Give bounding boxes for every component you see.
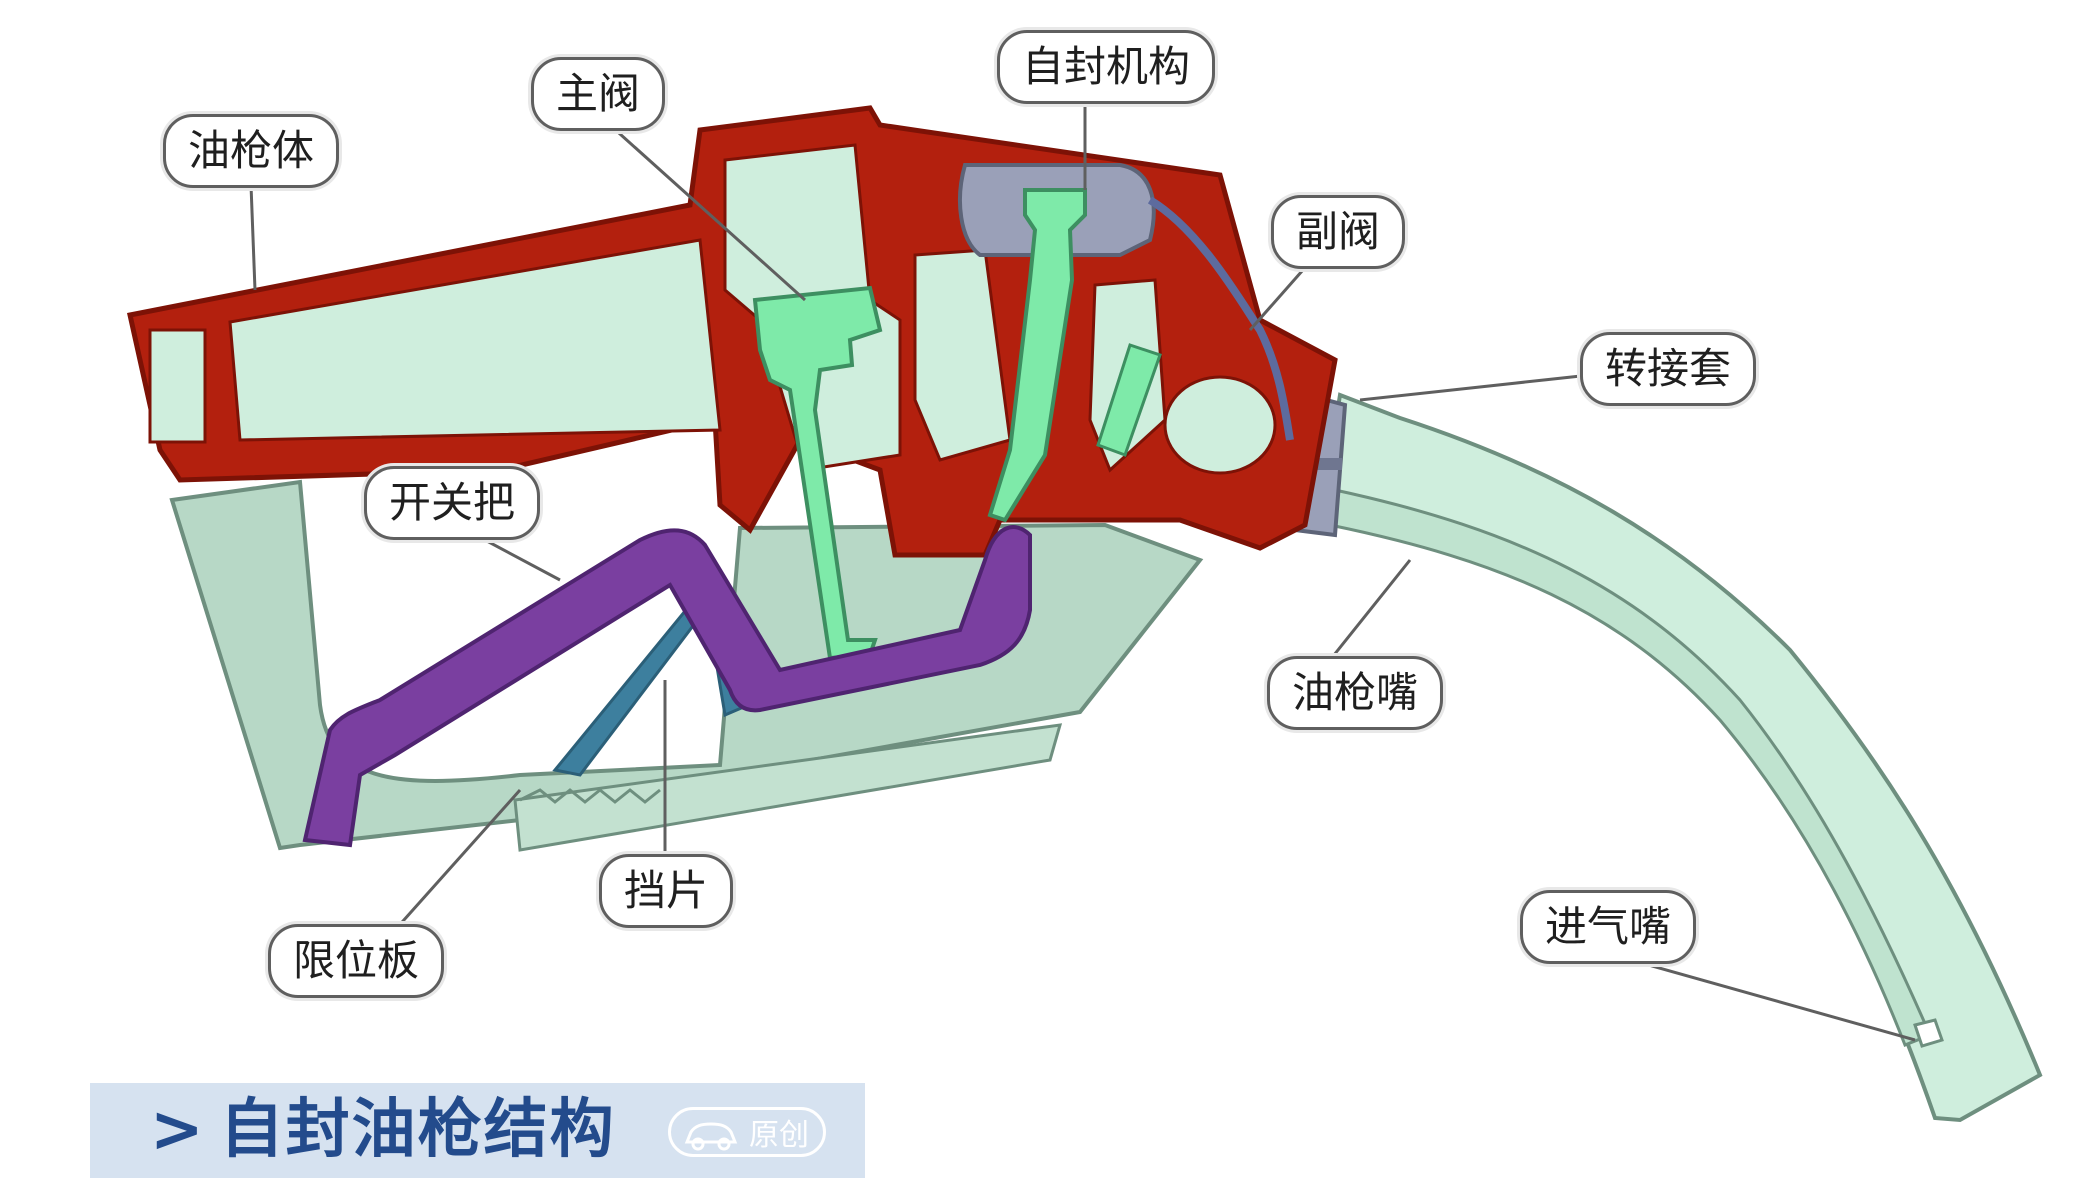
air-channel-shape — [1328, 488, 1932, 1047]
trigger-guard-shape — [169, 479, 1204, 851]
self-seal-stem — [987, 188, 1087, 523]
label-main-valve: 主阀 — [530, 57, 666, 131]
label-air-intake-nozzle: 进气嘴 — [1519, 890, 1697, 964]
caption-title-text: 自封油枪结构 — [219, 1093, 616, 1167]
leader-lines — [249, 100, 1916, 1042]
chevron-right-icon: > — [150, 1093, 206, 1167]
watermark-text: 原创 — [749, 1118, 809, 1153]
caption-title: >自封油枪结构 — [150, 1094, 616, 1166]
label-limit-plate: 限位板 — [267, 924, 445, 998]
aux-valve-chamber — [1163, 375, 1277, 475]
label-switch-lever: 开关把 — [363, 466, 541, 540]
handle-chamber — [228, 238, 722, 442]
label-adapter-sleeve: 转接套 — [1579, 332, 1757, 406]
caption-bar — [90, 1083, 865, 1178]
air-tube-line — [1147, 196, 1294, 441]
nozzle-spout-shape — [1317, 392, 2043, 1123]
handle-end-chamber — [148, 328, 207, 444]
label-nozzle-spout: 油枪嘴 — [1266, 656, 1444, 730]
label-self-seal-mechanism: 自封机构 — [996, 30, 1216, 104]
aux-valve-shape — [1096, 343, 1162, 457]
label-gun-body: 油枪体 — [162, 114, 340, 188]
watermark-badge: 原创 — [668, 1107, 826, 1157]
air-intake-notch — [1913, 1018, 1944, 1048]
guard-bottom-plate — [513, 723, 1063, 852]
switch-lever-shape — [302, 525, 1032, 848]
label-shield-plate: 挡片 — [598, 854, 734, 928]
limit-plate-teeth — [519, 788, 661, 804]
main-valve-shape — [752, 285, 883, 661]
car-icon — [684, 1122, 738, 1151]
label-auxiliary-valve: 副阀 — [1270, 195, 1406, 269]
